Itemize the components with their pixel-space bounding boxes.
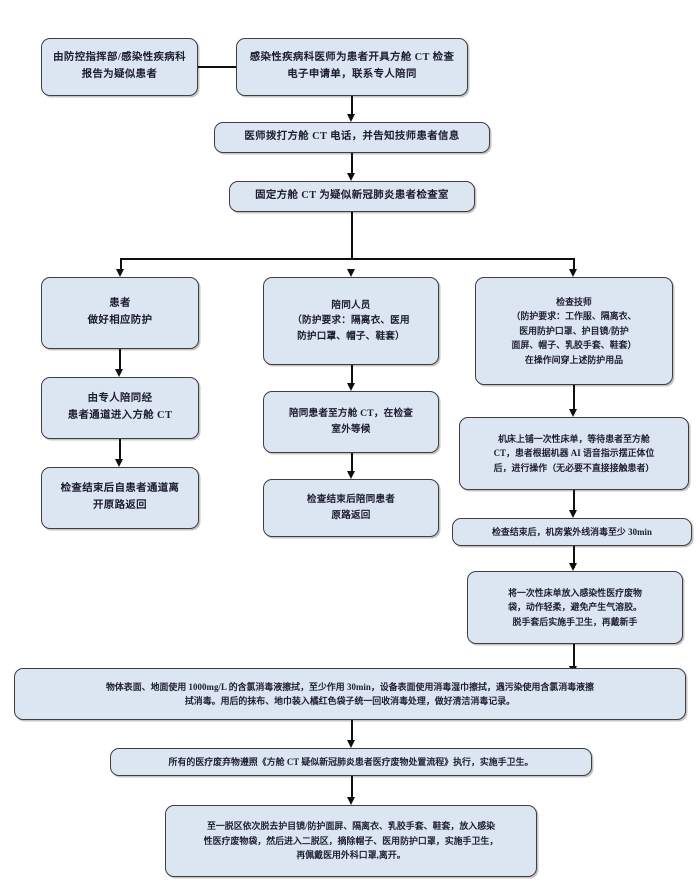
arrowhead-call-to-fixroom xyxy=(347,173,355,181)
node-escort-return-line-1: 原路返回 xyxy=(331,510,371,521)
node-surface-disinfect-line-0: 物体表面、地面使用 1000mg/L 的含氯消毒液擦拭，至少作用 30min，设… xyxy=(105,681,595,692)
node-patient-protect-line-1: 做好相应防护 xyxy=(87,315,153,326)
node-doffing-line-2: 再佩戴医用外科口罩,离开。 xyxy=(296,850,406,861)
node-uv-line-0: 检查结束后，机房紫外线消毒至少 30min xyxy=(491,526,653,537)
node-scan: 机床上铺一次性床单，等待患者至方舱 CT，患者根据机器 AI 语音指示摆正体位 … xyxy=(459,417,689,490)
node-patient-protect: 患者 做好相应防护 xyxy=(41,277,199,349)
arrowhead-escort-wait-to-return xyxy=(347,471,355,479)
node-surface-disinfect: 物体表面、地面使用 1000mg/L 的含氯消毒液擦拭，至少作用 30min，设… xyxy=(14,668,686,720)
node-fix-room-line-0: 固定方舱 CT 为疑似新冠肺炎患者检查室 xyxy=(255,190,449,202)
node-doffing-line-1: 性医疗废物袋，然后进入二脱区，摘除帽子、医用防护口罩，实施手卫生， xyxy=(203,835,499,846)
connector-escort-wait-to-return xyxy=(351,453,353,475)
connector-escort-staff-to-wait xyxy=(351,365,353,387)
node-patient-leave-line-1: 开原路返回 xyxy=(93,500,147,511)
node-technician: 检查技师 （防护要求：工作服、隔离衣、 医用防护口罩、护目镜/防护 面屏、帽子、… xyxy=(475,277,673,385)
connector-bedsheet-to-surface xyxy=(573,644,575,670)
node-waste: 所有的医疗废弃物遵照《方舱 CT 疑似新冠肺炎患者医疗废物处置流程》执行，实施手… xyxy=(110,748,592,776)
node-order-line-1: 电子申请单，联系专人陪同 xyxy=(287,69,417,80)
arrowhead-scan-to-uv xyxy=(569,510,577,518)
node-escort-staff-line-2: 防护口罩、帽子、鞋套） xyxy=(297,330,405,342)
node-order-line-0: 感染性疾病科医师为患者开具方舱 CT 检查 xyxy=(249,52,455,64)
node-doffing-line-0: 至一脱区依次脱去护目镜/防护面屏、隔离衣、乳胶手套、鞋套，放入感染 xyxy=(206,821,496,832)
fork-branch-left xyxy=(120,258,122,272)
connector-scan-to-uv xyxy=(573,490,575,514)
node-patient-enter: 由专人陪同经 患者通道进入方舱 CT xyxy=(41,377,199,439)
node-bedsheet-line-2: 脱手套后实施手卫生，再戴新手 xyxy=(512,616,638,627)
fork-branch-right xyxy=(573,258,575,272)
node-technician-line-3: 面屏、帽子、乳胶手套、鞋套） xyxy=(511,340,637,351)
node-report-line-1: 报告为疑似患者 xyxy=(81,69,158,80)
fork-bus xyxy=(121,258,574,260)
node-uv: 检查结束后，机房紫外线消毒至少 30min xyxy=(452,518,692,546)
node-call-line-0: 医师拨打方舱 CT 电话，并告知技师患者信息 xyxy=(244,131,460,143)
node-escort-return-line-0: 检查结束后陪同患者 xyxy=(306,494,396,506)
connector-order-to-call xyxy=(351,96,353,117)
node-call: 医师拨打方舱 CT 电话，并告知技师患者信息 xyxy=(214,122,490,153)
node-scan-line-1: CT，患者根据机器 AI 语音指示摆正体位 xyxy=(493,448,655,459)
connector-report-to-order xyxy=(198,66,236,68)
node-escort-wait-line-0: 陪同患者至方舱 CT，在检查 xyxy=(288,408,414,420)
arrowhead-patient-enter-to-leave xyxy=(115,459,123,467)
node-patient-enter-line-1: 患者通道进入方舱 CT xyxy=(67,410,173,421)
connector-uv-to-bedsheet xyxy=(573,546,575,568)
node-scan-line-2: 后，进行操作（无必要不直接接触患者） xyxy=(493,462,655,473)
node-escort-wait: 陪同患者至方舱 CT，在检查 室外等候 xyxy=(263,391,439,453)
node-patient-enter-line-0: 由专人陪同经 xyxy=(87,393,153,405)
arrowhead-surface-to-waste xyxy=(347,740,355,748)
node-patient-leave: 检查结束后自患者通道离 开原路返回 xyxy=(41,467,199,529)
arrowhead-order-to-call xyxy=(347,114,355,122)
node-doffing: 至一脱区依次脱去护目镜/防护面屏、隔离衣、乳胶手套、鞋套，放入感染 性医疗废物袋… xyxy=(165,805,537,877)
node-escort-return: 检查结束后陪同患者 原路返回 xyxy=(263,479,439,537)
connector-call-to-fixroom xyxy=(351,153,353,176)
arrowhead-waste-to-doffing xyxy=(347,797,355,805)
arrowhead-escort-staff-to-wait xyxy=(347,383,355,391)
arrowhead-fork-right xyxy=(569,269,577,277)
arrowhead-fork-left xyxy=(116,269,124,277)
node-technician-line-4: 在操作间穿上述防护用品 xyxy=(524,354,624,365)
node-bedsheet-line-1: 袋，动作轻柔，避免产生气溶胶。 xyxy=(508,602,642,613)
node-escort-staff: 陪同人员 （防护要求：隔离衣、医用 防护口罩、帽子、鞋套） xyxy=(263,277,439,365)
connector-patient-enter-to-leave xyxy=(119,439,121,462)
connector-technician-to-scan xyxy=(573,385,575,413)
node-technician-line-0: 检查技师 xyxy=(556,296,592,307)
connector-surface-to-waste xyxy=(351,720,353,743)
node-order: 感染性疾病科医师为患者开具方舱 CT 检查 电子申请单，联系专人陪同 xyxy=(236,38,468,96)
arrowhead-patient-protect-to-enter xyxy=(115,369,123,377)
node-surface-disinfect-line-1: 拭消毒。用后的抹布、地巾装入橘红色袋子统一回收消毒处理，做好清洁消毒记录。 xyxy=(184,696,516,706)
arrowhead-fork-center xyxy=(347,269,355,277)
connector-patient-protect-to-enter xyxy=(119,349,121,373)
node-patient-leave-line-0: 检查结束后自患者通道离 xyxy=(60,483,180,495)
node-escort-staff-line-0: 陪同人员 xyxy=(331,299,371,311)
node-escort-wait-line-1: 室外等候 xyxy=(331,424,371,435)
node-technician-line-1: （防护要求：工作服、隔离衣、 xyxy=(511,311,637,322)
connector-waste-to-doffing xyxy=(351,776,353,801)
node-scan-line-0: 机床上铺一次性床单，等待患者至方舱 xyxy=(498,433,650,444)
node-waste-line-0: 所有的医疗废弃物遵照《方舱 CT 疑似新冠肺炎患者医疗废物处置流程》执行，实施手… xyxy=(168,756,534,767)
node-bedsheet-line-0: 将一次性床单放入感染性医疗废物 xyxy=(508,587,642,598)
node-report-line-0: 由防控指挥部/感染性疾病科 xyxy=(53,52,186,64)
node-technician-line-2: 医用防护口罩、护目镜/防护 xyxy=(519,325,629,336)
node-escort-staff-line-1: （防护要求：隔离衣、医用 xyxy=(292,315,410,327)
node-patient-protect-line-0: 患者 xyxy=(109,298,131,310)
node-bedsheet: 将一次性床单放入感染性医疗废物 袋，动作轻柔，避免产生气溶胶。 脱手套后实施手卫… xyxy=(467,571,683,644)
fork-stem xyxy=(351,212,353,260)
node-fix-room: 固定方舱 CT 为疑似新冠肺炎患者检查室 xyxy=(229,181,475,212)
node-report: 由防控指挥部/感染性疾病科 报告为疑似患者 xyxy=(41,38,198,96)
arrowhead-uv-to-bedsheet xyxy=(569,563,577,571)
arrowhead-technician-to-scan xyxy=(569,409,577,417)
